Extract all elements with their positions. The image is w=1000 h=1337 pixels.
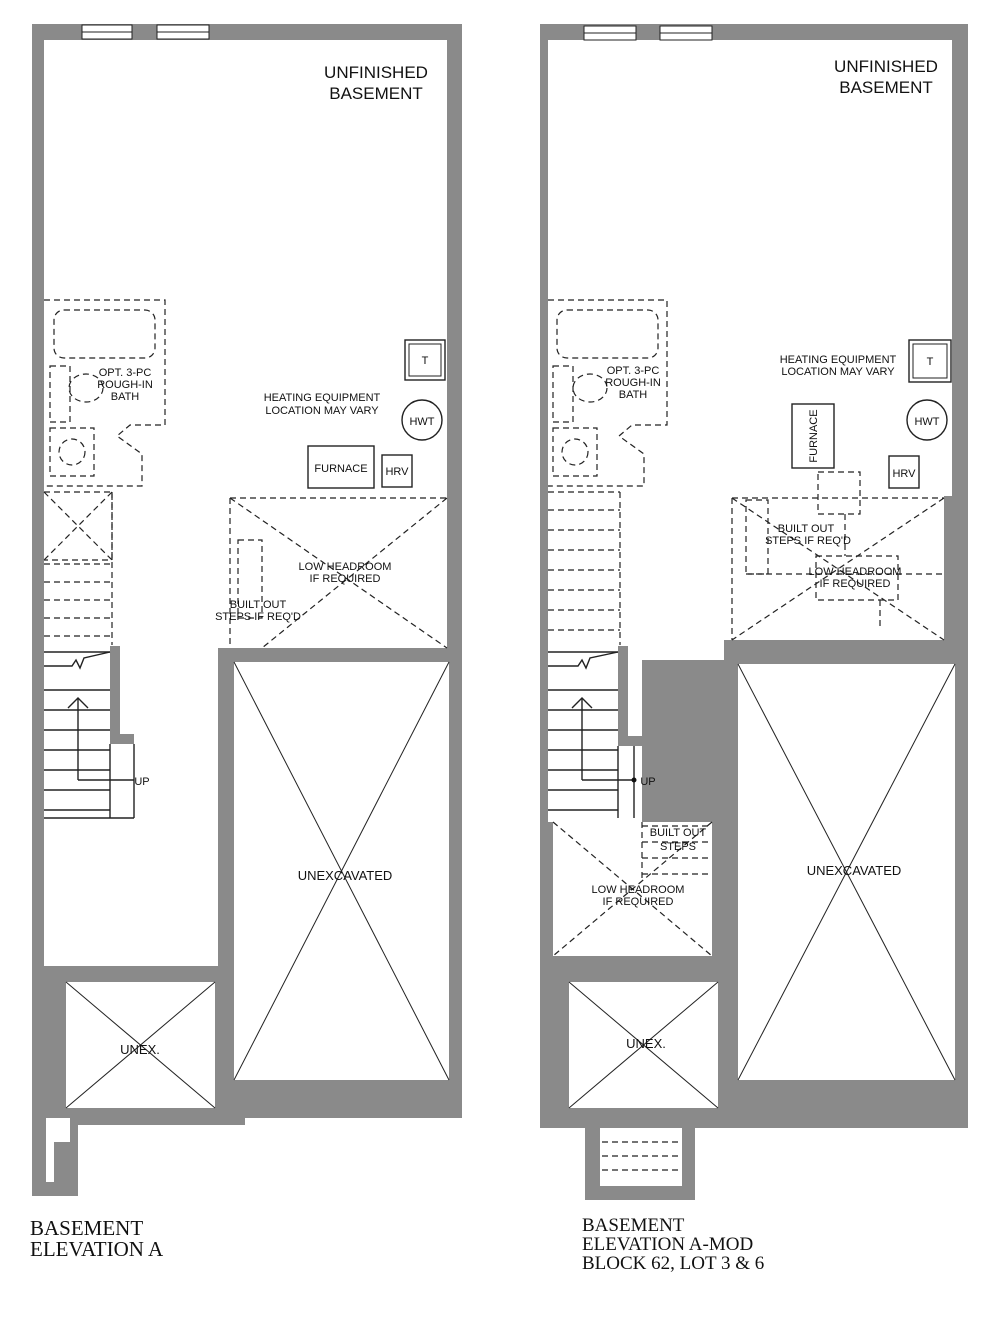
- plan-a-furnace-box: [307, 445, 375, 489]
- plan-b: UNFINISHED BASEMENT OPT. 3-PC ROUGH-IN B…: [540, 24, 968, 1200]
- plan-b-heating-label-2: LOCATION MAY VARY: [781, 366, 895, 378]
- plan-b-hwt-circle: [906, 399, 948, 441]
- plan-a: UNFINISHED BASEMENT OPT. 3-PC ROUGH-IN B…: [32, 24, 462, 1196]
- plan-b-bath: [548, 299, 668, 487]
- plan-b-caption: BASEMENT ELEVATION A-MOD BLOCK 62, LOT 3…: [582, 1216, 764, 1273]
- plan-b-low-headroom-label-2: IF REQUIRED: [820, 578, 891, 590]
- plan-a-t-box: [404, 339, 446, 381]
- plan-a-unexcavated-label: UNEXCAVATED: [298, 868, 393, 883]
- plan-a-bath-label-3: BATH: [111, 391, 140, 403]
- plan-b-built-out-steps-label-1: BUILT OUT: [650, 827, 707, 839]
- plan-b-bath-label-3: BATH: [619, 389, 648, 401]
- plan-a-bath: [44, 299, 166, 487]
- plan-a-unexcavated-x2: [233, 661, 450, 1081]
- plan-b-built-out-label-1: BUILT OUT: [778, 523, 835, 535]
- plan-a-caption: BASEMENT ELEVATION A: [30, 1218, 163, 1260]
- plan-b-unexcavated-label: UNEXCAVATED: [807, 863, 902, 878]
- plan-a-basement-label: BASEMENT: [329, 84, 423, 103]
- plan-b-up-label: UP: [640, 776, 655, 788]
- plan-a-hrv-label: HRV: [385, 466, 409, 478]
- plan-b-t-box: [908, 339, 952, 383]
- plan-b-bath-label-2: ROUGH-IN: [605, 377, 661, 389]
- plan-a-stair: [44, 646, 135, 819]
- plan-a-hrv-box: [381, 454, 413, 488]
- plan-b-low-headroom2-label-1: LOW HEADROOM: [592, 884, 685, 896]
- plan-b-basement-label: BASEMENT: [839, 78, 933, 97]
- plan-a-hwt-circle: [401, 399, 443, 441]
- plan-b-low-headroom-upper: [731, 471, 945, 641]
- plan-b-low-headroom2-label-2: IF REQUIRED: [603, 896, 674, 908]
- plan-a-furnace-label: FURNACE: [314, 463, 367, 475]
- plan-a-low-headroom: [229, 497, 448, 649]
- plan-a-bath-label-1: OPT. 3-PC: [99, 367, 152, 379]
- plan-a-heating-label-1: HEATING EQUIPMENT: [264, 392, 381, 404]
- plan-b-furnace-box: [791, 403, 835, 469]
- plan-a-caption-line-1: BASEMENT: [30, 1216, 144, 1240]
- plan-a-low-headroom-label-2: IF REQUIRED: [310, 573, 381, 585]
- plan-b-unex-label: UNEX.: [626, 1036, 666, 1051]
- plan-b-unfinished-basement: [548, 40, 952, 822]
- plan-b-t-label: T: [927, 356, 934, 368]
- plan-b-dashed-treads: [548, 491, 621, 645]
- plan-a-hwt-label: HWT: [409, 416, 434, 428]
- plan-a-unfinished-label: UNFINISHED: [324, 63, 428, 82]
- plan-a-unfinished-basement: [44, 40, 447, 966]
- plan-a-built-out-label-2: STEPS IF REQ'D: [215, 611, 301, 623]
- plan-b-porch: [600, 1128, 682, 1186]
- plan-a-built-out-label-1: BUILT OUT: [230, 599, 287, 611]
- plan-b-unfinished-label: UNFINISHED: [834, 57, 938, 76]
- plan-a-up-label: UP: [134, 776, 149, 788]
- plan-b-heating-label-1: HEATING EQUIPMENT: [780, 354, 897, 366]
- plan-b-low-headroom-lower: [552, 821, 713, 957]
- plan-b-furnace-label: FURNACE: [808, 409, 820, 462]
- plan-b-stair: [548, 646, 642, 818]
- plan-b-bath-label-1: OPT. 3-PC: [607, 365, 660, 377]
- plan-b-hrv-box: [888, 455, 920, 489]
- plan-b-caption-line-2: ELEVATION A-MOD: [582, 1234, 754, 1255]
- plan-a-low-headroom-label-1: LOW HEADROOM: [299, 561, 392, 573]
- plan-b-built-out-steps-label-2: STEPS: [660, 841, 696, 853]
- plan-b-caption-line-1: BASEMENT: [582, 1215, 685, 1236]
- plan-b-hwt-label: HWT: [914, 416, 939, 428]
- plan-a-bath-label-2: ROUGH-IN: [97, 379, 153, 391]
- plan-a-unex-x2: [65, 981, 216, 1109]
- plan-a-entry-notch: [46, 1118, 70, 1182]
- plan-a-caption-line-2: ELEVATION A: [30, 1237, 164, 1261]
- plan-a-t-label: T: [422, 355, 429, 367]
- plan-b-built-out-label-2: STEPS IF REQ'D: [765, 535, 851, 547]
- plan-b-low-headroom-label-1: LOW HEADROOM: [809, 566, 902, 578]
- plan-b-caption-line-3: BLOCK 62, LOT 3 & 6: [582, 1253, 765, 1274]
- plan-a-unex-label: UNEX.: [120, 1042, 160, 1057]
- plan-a-heating-label-2: LOCATION MAY VARY: [265, 405, 379, 417]
- plan-a-dashed-treads: [44, 492, 113, 645]
- plan-b-hrv-label: HRV: [892, 468, 916, 480]
